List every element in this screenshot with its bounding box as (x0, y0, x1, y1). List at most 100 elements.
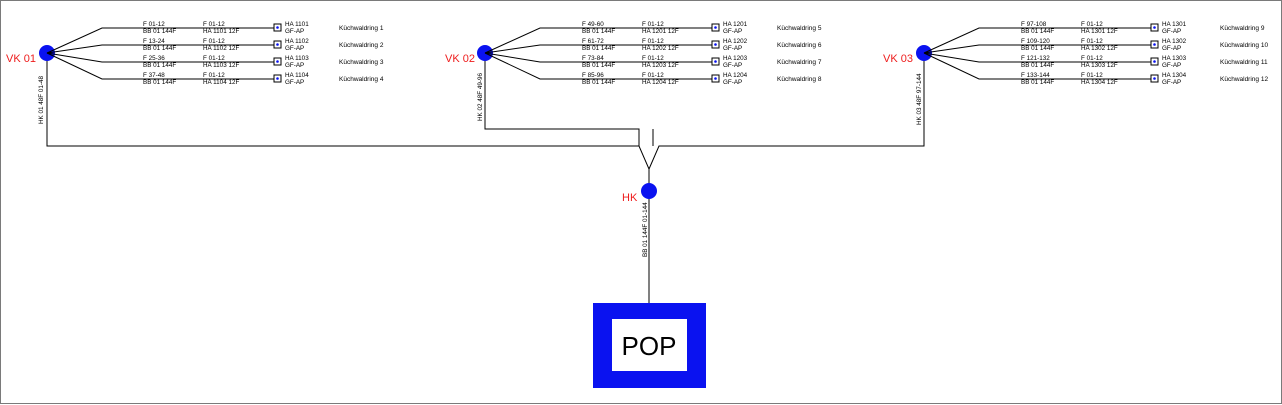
cable-label: BB 01 144F (143, 62, 176, 69)
ha-id: HA 1104 (285, 72, 309, 79)
drop-range: F 01-12 (1081, 21, 1103, 28)
ha-type: GF-AP (1162, 62, 1181, 69)
drop-cable: HA 1302 12F (1081, 45, 1118, 52)
ha-dot (714, 43, 717, 46)
ha-id: HA 1302 (1162, 38, 1187, 45)
drop-range: F 01-12 (203, 72, 225, 79)
drop-cable: HA 1102 12F (203, 45, 239, 52)
pop-box: POP (593, 303, 706, 388)
fiber-range: F 01-12 (143, 21, 165, 28)
trunk-line-vk01 (46, 53, 650, 191)
branch-line (923, 27, 1152, 54)
fiber-range: F 133-144 (1021, 72, 1050, 79)
drop-range: F 01-12 (1081, 38, 1103, 45)
ha-id: HA 1103 (285, 55, 309, 62)
address-label: Küchwaldring 10 (1220, 42, 1268, 49)
ha-dot (1153, 77, 1156, 80)
ha-id: HA 1102 (285, 38, 309, 45)
fiber-range: F 37-48 (143, 72, 165, 79)
address-label: Küchwaldring 4 (339, 76, 384, 83)
fiber-range: F 73-84 (582, 55, 604, 62)
ha-id: HA 1202 (723, 38, 748, 45)
branch-line (484, 44, 713, 54)
drop-range: F 01-12 (642, 72, 664, 79)
vk02-label: VK 02 (445, 53, 475, 65)
drop-cable: HA 1101 12F (203, 28, 239, 35)
fiber-range: F 25-36 (143, 55, 165, 62)
trunk-line-vk02 (484, 53, 640, 146)
cable-label: BB 01 144F (582, 28, 615, 35)
address-label: Küchwaldring 11 (1220, 59, 1268, 66)
address-label: Küchwaldring 9 (1220, 25, 1265, 32)
drop-cable: HA 1103 12F (203, 62, 239, 69)
ha-type: GF-AP (723, 62, 742, 69)
branch-line (923, 52, 1152, 80)
drop-cable: HA 1303 12F (1081, 62, 1118, 69)
ha-dot (276, 43, 279, 46)
branch-line (46, 27, 275, 54)
fiber-range: F 121-132 (1021, 55, 1050, 62)
address-label: Küchwaldring 5 (777, 25, 822, 32)
ha-type: GF-AP (285, 28, 304, 35)
fiber-range: F 13-24 (143, 38, 165, 45)
pop-label: POP (622, 331, 677, 361)
drop-cable: HA 1104 12F (203, 79, 239, 86)
ha-dot (1153, 43, 1156, 46)
drop-cable: HA 1202 12F (642, 45, 679, 52)
fiber-range: F 97-108 (1021, 21, 1047, 28)
hub-label: HK (622, 192, 638, 204)
fiber-range: F 85-96 (582, 72, 604, 79)
ha-id: HA 1304 (1162, 72, 1187, 79)
drop-cable: HA 1201 12F (642, 28, 679, 35)
ha-dot (1153, 26, 1156, 29)
drop-range: F 01-12 (203, 55, 225, 62)
ha-id: HA 1204 (723, 72, 748, 79)
ha-dot (714, 60, 717, 63)
cable-label: BB 01 144F (582, 45, 615, 52)
address-label: Küchwaldring 2 (339, 42, 384, 49)
drop-range: F 01-12 (1081, 55, 1103, 62)
address-label: Küchwaldring 8 (777, 76, 822, 83)
branch-line (46, 44, 275, 54)
hub-node: HK BB 01 144F 01-144 (622, 183, 657, 257)
address-label: Küchwaldring 1 (339, 25, 384, 32)
vk-group-03: VK 03 HK 03 48F 97-144 F 97-108 BB 01 14… (883, 21, 1268, 125)
cable-label: BB 01 144F (582, 62, 615, 69)
ha-id: HA 1301 (1162, 21, 1187, 28)
cable-label: BB 01 144F (143, 45, 176, 52)
ha-dot (276, 77, 279, 80)
ha-type: GF-AP (723, 79, 742, 86)
cable-label: BB 01 144F (1021, 45, 1054, 52)
ha-dot (714, 26, 717, 29)
drop-cable: HA 1301 12F (1081, 28, 1118, 35)
ha-id: HA 1303 (1162, 55, 1187, 62)
ha-id: HA 1101 (285, 21, 309, 28)
branch-line (46, 52, 275, 80)
ha-id: HA 1203 (723, 55, 748, 62)
vk02-trunk-label: HK 02 48F 49-96 (477, 73, 484, 121)
vk01-trunk-label: HK 01 48F 01-48 (38, 76, 45, 124)
ha-type: GF-AP (285, 62, 304, 69)
ha-dot (1153, 60, 1156, 63)
vk03-trunk-label: HK 03 48F 97-144 (916, 73, 923, 125)
drop-range: F 01-12 (1081, 72, 1103, 79)
address-label: Küchwaldring 12 (1220, 76, 1268, 83)
ha-type: GF-AP (723, 45, 742, 52)
drop-cable: HA 1203 12F (642, 62, 679, 69)
ha-dot (714, 77, 717, 80)
cable-label: BB 01 144F (582, 79, 615, 86)
drop-range: F 01-12 (203, 38, 225, 45)
drop-range: F 01-12 (642, 38, 664, 45)
drop-range: F 01-12 (642, 55, 664, 62)
trunk-line-vk03 (648, 53, 925, 170)
ha-type: GF-AP (1162, 79, 1181, 86)
ha-dot (276, 60, 279, 63)
fiber-range: F 49-60 (582, 21, 604, 28)
cable-label: BB 01 144F (1021, 28, 1054, 35)
cable-label: BB 01 144F (143, 79, 176, 86)
fiber-range: F 109-120 (1021, 38, 1050, 45)
branch-line (484, 27, 713, 54)
branch-line (484, 52, 713, 80)
